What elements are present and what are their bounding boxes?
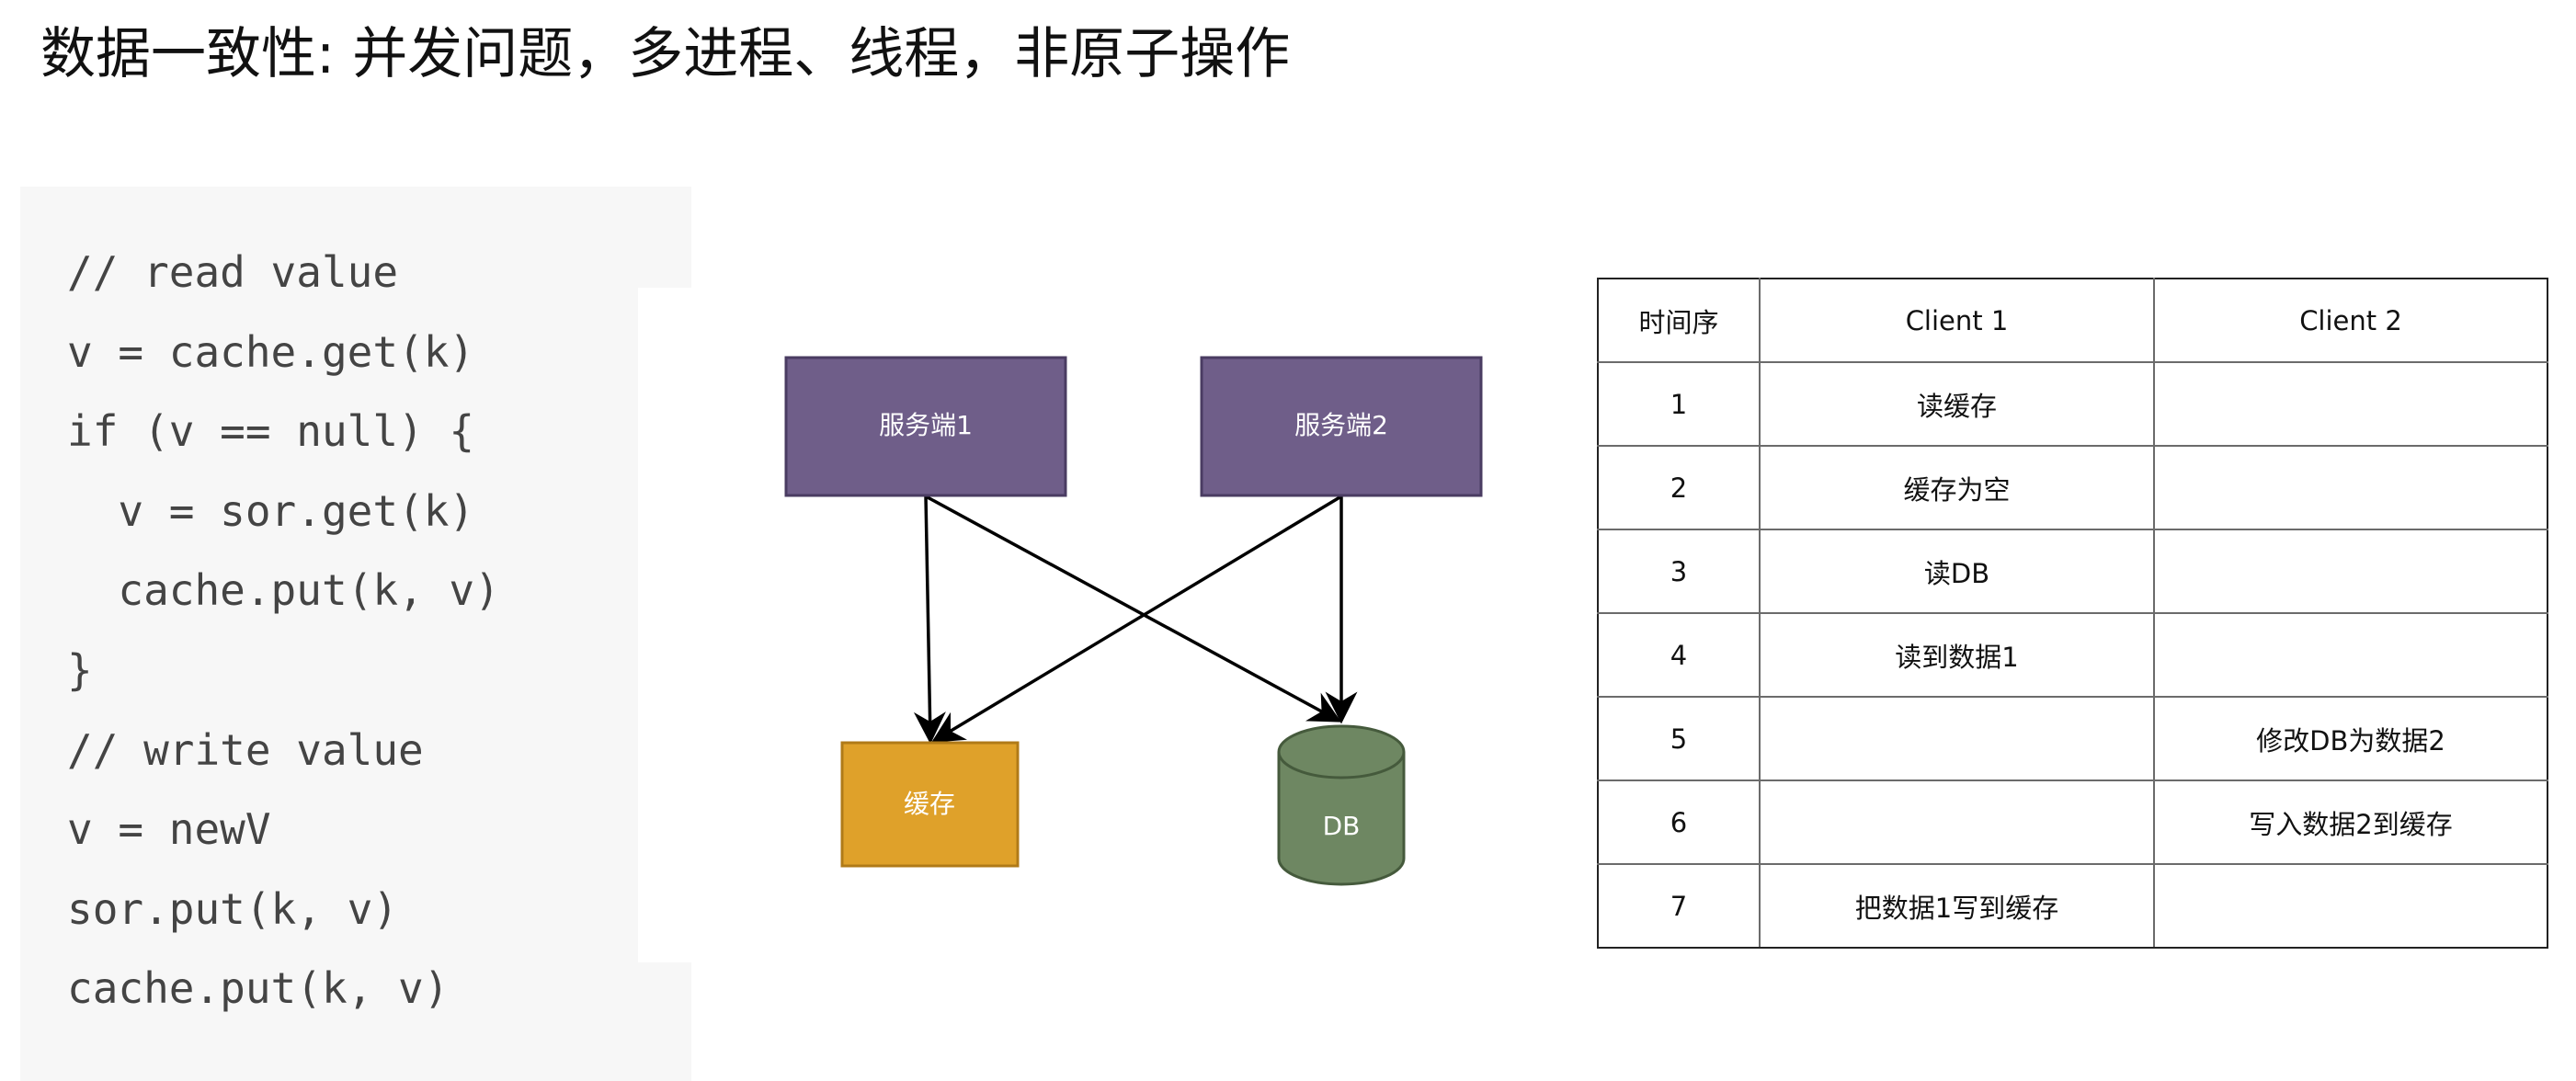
table-cell: 读缓存 — [1759, 361, 2155, 447]
table-header-cell: Client 1 — [1759, 278, 2155, 363]
table-cell: 把数据1写到缓存 — [1759, 863, 2155, 949]
table-cell — [2153, 445, 2548, 530]
code-line: v = newV — [67, 804, 271, 854]
edge-server1-to-db — [925, 495, 1342, 723]
table-row: 5 修改DB为数据2 — [1597, 696, 2548, 781]
table-cell — [1759, 779, 2155, 865]
cache-label: 缓存 — [904, 789, 955, 819]
code-line: cache.put(k, v) — [67, 963, 450, 1013]
table-cell — [2153, 863, 2548, 949]
table-cell — [2153, 612, 2548, 698]
table-cell: 1 — [1597, 361, 1761, 447]
edge-server2-to-cache — [930, 495, 1342, 743]
table-row: 6 写入数据2到缓存 — [1597, 779, 2548, 865]
table-cell: 3 — [1597, 529, 1761, 614]
table-cell: 写入数据2到缓存 — [2153, 779, 2548, 865]
code-line: sor.put(k, v) — [67, 884, 399, 934]
table-header-cell: Client 2 — [2153, 278, 2548, 363]
code-line: cache.put(k, v) — [67, 565, 500, 615]
code-line: // write value — [67, 725, 424, 775]
database-node: DB — [1277, 724, 1406, 886]
code-block-notch — [638, 288, 691, 962]
table-cell: 读DB — [1759, 529, 2155, 614]
table-cell: 读到数据1 — [1759, 612, 2155, 698]
server1-node: 服务端1 — [784, 356, 1067, 497]
server1-label: 服务端1 — [879, 410, 973, 440]
page-title: 数据一致性: 并发问题，多进程、线程，非原子操作 — [40, 22, 1291, 86]
table-cell: 修改DB为数据2 — [2153, 696, 2548, 781]
table-cell — [2153, 529, 2548, 614]
database-label: DB — [1323, 811, 1361, 841]
code-line: v = sor.get(k) — [67, 486, 475, 536]
table-cell: 缓存为空 — [1759, 445, 2155, 530]
code-block — [20, 187, 691, 1081]
server2-node: 服务端2 — [1200, 356, 1483, 497]
cache-node: 缓存 — [840, 741, 1020, 868]
table-cell — [1759, 696, 2155, 781]
edge-server1-to-cache — [913, 495, 946, 745]
table-cell: 4 — [1597, 612, 1761, 698]
code-line: v = cache.get(k) — [67, 327, 475, 377]
table-cell: 7 — [1597, 863, 1761, 949]
code-line: // read value — [67, 247, 399, 297]
code-line: } — [67, 645, 93, 695]
server2-label: 服务端2 — [1294, 410, 1388, 440]
table-cell: 5 — [1597, 696, 1761, 781]
table-cell: 6 — [1597, 779, 1761, 865]
table-cell: 2 — [1597, 445, 1761, 530]
code-line: if (v == null) { — [67, 406, 475, 456]
table-header-cell: 时间序 — [1597, 278, 1761, 363]
table-cell — [2153, 361, 2548, 447]
